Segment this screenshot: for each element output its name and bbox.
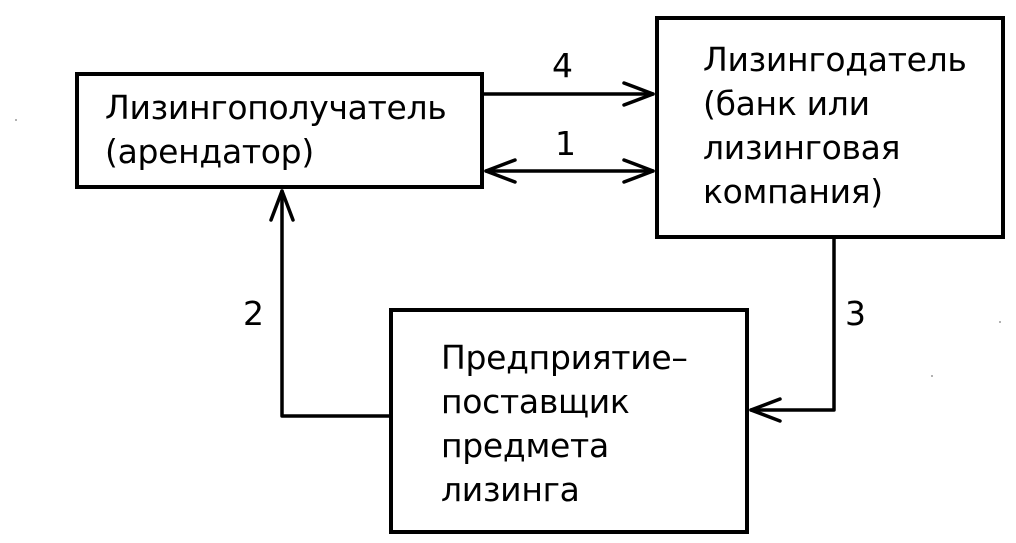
node-lessor-line: Лизингодатель [703, 40, 967, 79]
node-lessor-line: (банк или [703, 84, 870, 123]
arrow-2 [269, 189, 391, 418]
edge-label-4: 4 [552, 46, 573, 85]
node-supplier-line: предмета [441, 426, 609, 465]
arrow-3 [749, 237, 836, 423]
node-lessee-line: Лизингополучатель [105, 88, 447, 127]
node-lessee-line: (арендатор) [105, 132, 314, 171]
node-lessee: Лизингополучатель (арендатор) [75, 72, 484, 189]
node-lessor-line: компания) [703, 172, 883, 211]
arrow-1 [484, 158, 655, 184]
edge-label-2: 2 [243, 294, 264, 333]
edge-label-3: 3 [845, 294, 866, 333]
edge-label-1: 1 [555, 124, 576, 163]
node-lessor: Лизингодатель (банк или лизинговая компа… [655, 16, 1005, 239]
arrow-4 [482, 81, 655, 107]
node-lessor-line: лизинговая [703, 128, 901, 167]
node-supplier-line: поставщик [441, 382, 630, 421]
node-supplier-line: Предприятие– [441, 338, 688, 377]
node-supplier: Предприятие– поставщик предмета лизинга [389, 308, 749, 534]
node-supplier-line: лизинга [441, 470, 580, 509]
